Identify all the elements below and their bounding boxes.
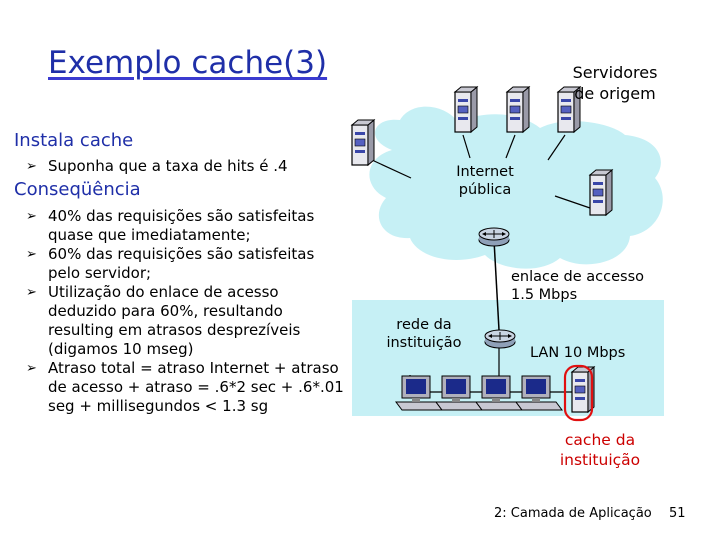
label-line: Internet bbox=[456, 164, 514, 180]
institution-router-icon bbox=[484, 329, 516, 349]
page-number: 51 bbox=[669, 506, 686, 521]
label-line: de origem bbox=[574, 84, 656, 103]
arrow-bullet-icon: ➢ bbox=[26, 209, 37, 224]
label-line: instituição bbox=[386, 335, 462, 351]
list-item: ➢ 60% das requisições são satisfeitas pel… bbox=[26, 245, 350, 283]
label-line: instituição bbox=[559, 451, 641, 469]
bullet-list-install: ➢ Suponha que a taxa de hits é .4 bbox=[26, 157, 346, 176]
internet-label: Internet pública bbox=[430, 163, 540, 199]
label-line: pública bbox=[458, 182, 512, 198]
section-heading-consequence: Conseqüência bbox=[14, 179, 141, 200]
origin-servers-label: Servidores de origem bbox=[540, 62, 690, 104]
bullet-text: 40% das requisições são satisfeitas quas… bbox=[48, 207, 315, 244]
slide-title: Exemplo cache(3) bbox=[48, 45, 328, 81]
bullet-text: Utilização do enlace de acesso deduzido … bbox=[48, 283, 301, 358]
arrow-bullet-icon: ➢ bbox=[26, 361, 37, 376]
list-item: ➢ 40% das requisições são satisfeitas qua… bbox=[26, 207, 350, 245]
cache-label: cache da instituição bbox=[540, 430, 660, 470]
footer-chapter: 2: Camada de Aplicação bbox=[494, 506, 652, 521]
institution-network-label: rede da instituição bbox=[374, 316, 474, 352]
label-line: 1.5 Mbps bbox=[511, 287, 578, 303]
label-line: rede da bbox=[396, 317, 452, 333]
section-heading-install: Instala cache bbox=[14, 130, 134, 151]
origin-server-icon bbox=[351, 119, 375, 166]
arrow-bullet-icon: ➢ bbox=[26, 285, 37, 300]
bullet-list-consequence: ➢ 40% das requisições são satisfeitas qua… bbox=[26, 207, 350, 416]
origin-server-icon bbox=[454, 86, 478, 133]
bullet-text: Atraso total = atraso Internet + atraso … bbox=[48, 359, 344, 415]
lan-label: LAN 10 Mbps bbox=[530, 345, 626, 361]
access-link-label: enlace de accesso 1.5 Mbps bbox=[511, 268, 691, 304]
origin-server-icon bbox=[589, 169, 613, 216]
bullet-text: Suponha que a taxa de hits é .4 bbox=[48, 157, 288, 175]
arrow-bullet-icon: ➢ bbox=[26, 159, 37, 174]
label-line: Servidores bbox=[572, 63, 658, 82]
internet-cloud bbox=[369, 106, 663, 269]
origin-server-icon bbox=[506, 86, 530, 133]
label-line: enlace de accesso bbox=[511, 269, 644, 285]
list-item: ➢ Utilização do enlace de acesso deduzido… bbox=[26, 283, 350, 359]
label-line: cache da bbox=[564, 431, 636, 449]
cache-highlight bbox=[563, 364, 594, 422]
arrow-bullet-icon: ➢ bbox=[26, 247, 37, 262]
list-item: ➢ Atraso total = atraso Internet + atraso… bbox=[26, 359, 350, 416]
list-item: ➢ Suponha que a taxa de hits é .4 bbox=[26, 157, 346, 176]
internet-router-icon bbox=[478, 227, 510, 247]
bullet-text: 60% das requisições são satisfeitas pelo… bbox=[48, 245, 315, 282]
